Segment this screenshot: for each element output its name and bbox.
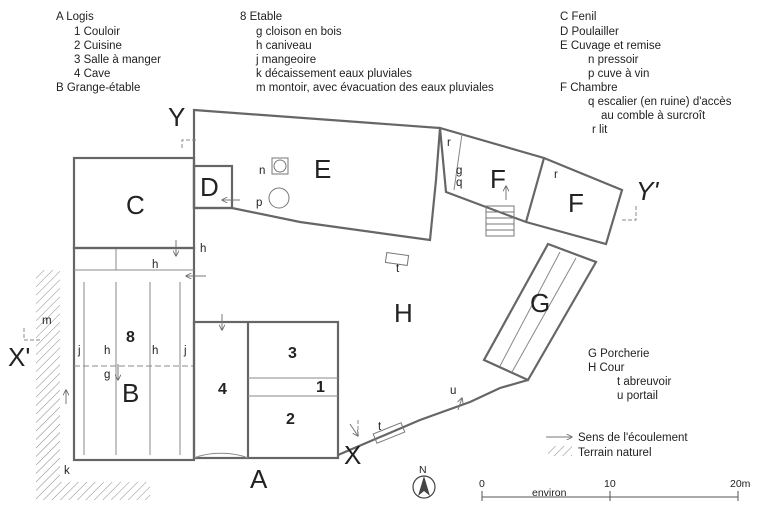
legend-k: k décaissement eaux pluviales bbox=[256, 68, 412, 80]
label-h3: h bbox=[104, 345, 110, 357]
legend-j: j mangeoire bbox=[255, 54, 316, 66]
room-8: 8 bbox=[126, 329, 135, 346]
north-label: N bbox=[419, 464, 427, 476]
section-y-prime: Y' bbox=[636, 176, 659, 206]
room-f2: F bbox=[568, 188, 584, 218]
key-flow-label: Sens de l'écoulement bbox=[578, 432, 688, 444]
legend-escalier: q escalier (en ruine) d'accès bbox=[588, 96, 732, 108]
label-t2: t bbox=[378, 421, 382, 433]
legend-h: h caniveau bbox=[256, 40, 312, 52]
trough-icon bbox=[372, 422, 406, 444]
section-x-prime: X' bbox=[8, 342, 30, 372]
label-r2: r bbox=[554, 169, 558, 181]
room-e: E bbox=[314, 154, 331, 184]
label-h1: h bbox=[200, 243, 206, 255]
legend-pressoir: n pressoir bbox=[588, 54, 639, 66]
legend-mid: 8 Etable g cloison en bois h caniveau j … bbox=[240, 11, 494, 94]
legend-right: C Fenil D Poulailler E Cuvage et remise … bbox=[560, 11, 732, 136]
room-c: C bbox=[126, 190, 145, 220]
room-g: G bbox=[530, 288, 550, 318]
building-b bbox=[72, 246, 196, 462]
legend-cave: 4 Cave bbox=[74, 68, 110, 80]
scale-bar: 0 10 20m environ bbox=[479, 478, 751, 501]
label-q: q bbox=[456, 177, 462, 189]
legend-poulailler: D Poulailler bbox=[560, 26, 619, 38]
room-h: H bbox=[394, 298, 413, 328]
building-e bbox=[192, 108, 442, 242]
legend-cour: H Cour bbox=[588, 362, 625, 374]
building-f bbox=[438, 126, 624, 246]
legend-g: g cloison en bois bbox=[256, 26, 342, 38]
legend-comble: au comble à surcroît bbox=[601, 110, 706, 122]
label-j2: j bbox=[183, 345, 187, 357]
section-y: Y bbox=[168, 102, 185, 132]
room-a: A bbox=[250, 464, 268, 494]
wine-vat-icon bbox=[268, 187, 290, 209]
room-f1: F bbox=[490, 164, 506, 194]
label-j1: j bbox=[77, 345, 81, 357]
natural-terrain bbox=[36, 270, 150, 500]
legend-bottom: G Porcherie H Cour t abreuvoir u portail bbox=[588, 348, 672, 402]
legend-grange: B Grange-étable bbox=[56, 82, 140, 94]
legend-chambre: F Chambre bbox=[560, 82, 618, 94]
label-t1: t bbox=[396, 263, 400, 275]
stairs-icon bbox=[485, 205, 515, 237]
press-icon bbox=[271, 157, 289, 175]
flow-arrows bbox=[66, 186, 506, 436]
legend-couloir: 1 Couloir bbox=[74, 26, 120, 38]
legend-logis: A Logis bbox=[56, 11, 94, 23]
label-n: n bbox=[259, 165, 265, 177]
terrain-swatch bbox=[548, 446, 572, 456]
legend-fenil: C Fenil bbox=[560, 11, 596, 23]
north-arrow-icon: N bbox=[412, 464, 436, 499]
legend-cuvage: E Cuvage et remise bbox=[560, 40, 661, 52]
legend-etable: 8 Etable bbox=[240, 11, 282, 23]
room-4: 4 bbox=[218, 381, 227, 398]
scale-ten: 10 bbox=[604, 478, 616, 490]
legend-cuve: p cuve à vin bbox=[588, 68, 649, 80]
label-r1: r bbox=[447, 137, 451, 149]
label-p: p bbox=[256, 197, 262, 209]
scale-zero: 0 bbox=[479, 478, 485, 490]
room-d: D bbox=[200, 172, 219, 202]
room-3: 3 bbox=[288, 345, 297, 362]
section-x: X bbox=[344, 440, 361, 470]
label-h2: h bbox=[152, 259, 158, 271]
legend-porcherie: G Porcherie bbox=[588, 348, 649, 360]
label-g-q: g bbox=[456, 165, 462, 177]
scale-twenty: 20m bbox=[730, 478, 751, 490]
building-a bbox=[192, 320, 340, 460]
legend-abreuvoir: t abreuvoir bbox=[617, 376, 672, 388]
label-m: m bbox=[42, 315, 52, 327]
courtyard-wall bbox=[337, 378, 529, 457]
legend-left: A Logis 1 Couloir 2 Cuisine 3 Salle à ma… bbox=[56, 11, 161, 94]
room-2: 2 bbox=[286, 411, 295, 428]
key: Sens de l'écoulement Terrain naturel bbox=[546, 432, 688, 459]
scale-approx: environ bbox=[532, 487, 567, 499]
room-b: B bbox=[122, 378, 139, 408]
trough-icon bbox=[384, 251, 410, 267]
legend-m: m montoir, avec évacuation des eaux pluv… bbox=[256, 82, 494, 94]
label-g8: g bbox=[104, 369, 110, 381]
label-u: u bbox=[450, 385, 456, 397]
label-h4: h bbox=[152, 345, 158, 357]
key-terrain-label: Terrain naturel bbox=[578, 447, 652, 459]
legend-salle: 3 Salle à manger bbox=[74, 54, 161, 66]
legend-portail: u portail bbox=[617, 390, 658, 402]
legend-lit: r lit bbox=[592, 124, 608, 136]
legend-cuisine: 2 Cuisine bbox=[74, 40, 122, 52]
room-1: 1 bbox=[316, 379, 325, 396]
label-k: k bbox=[64, 465, 70, 477]
